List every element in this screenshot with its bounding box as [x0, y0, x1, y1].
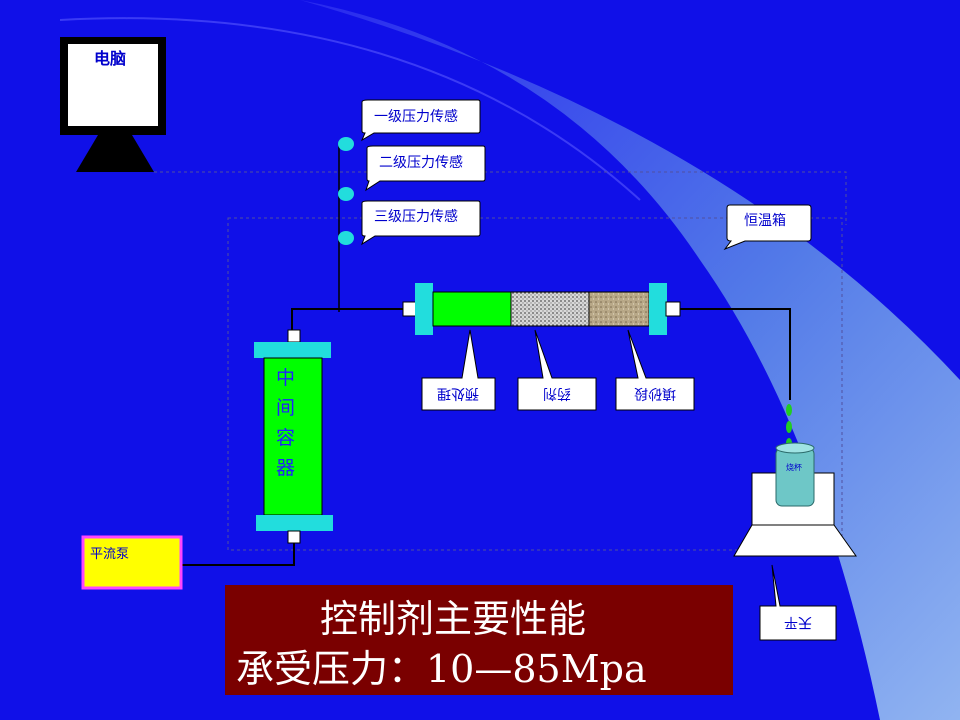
- tube-end-right: [665, 301, 681, 317]
- container-label-char-3: 容: [276, 427, 295, 449]
- sensor-node-1: [338, 137, 354, 151]
- thermostat-callout: 恒温箱: [723, 204, 812, 251]
- tube-flange-right: [649, 283, 667, 335]
- sensor-node-3: [338, 231, 354, 245]
- pump-label: 平流泵: [90, 547, 129, 562]
- intermediate-container: [254, 329, 333, 544]
- computer-label: 电脑: [94, 49, 126, 68]
- balance-callout: 天平: [759, 564, 837, 641]
- tube-flange-left: [415, 283, 433, 335]
- sand-callout: 填砂段: [615, 329, 695, 411]
- section-preflush: [432, 291, 512, 327]
- sensor-callout-3: 三级压力传感: [361, 200, 481, 246]
- container-label-char-2: 间: [276, 397, 295, 419]
- balance-label: 天平: [784, 614, 812, 630]
- sand-label: 填砂段: [634, 385, 676, 401]
- pipe-top: [291, 308, 418, 330]
- drip-2: [786, 421, 792, 433]
- caption-box: [225, 585, 733, 695]
- section-agent: [510, 291, 590, 327]
- caption-pressure: 承受压力：10—85Mpa: [236, 647, 647, 691]
- caption-title: 控制剂主要性能: [320, 597, 586, 641]
- tube-end-left: [402, 301, 418, 317]
- beaker-icon: [775, 442, 815, 507]
- drip-1: [786, 404, 792, 416]
- container-label-char-1: 中: [276, 367, 295, 389]
- pipe-pump: [182, 542, 295, 566]
- agent-label: 药剂: [543, 385, 571, 401]
- sensor-node-2: [338, 187, 354, 201]
- background-swoosh: [300, 0, 960, 720]
- container-label-char-4: 器: [276, 457, 295, 479]
- sensor-callout-1: 一级压力传感: [360, 99, 481, 142]
- background-curve-line: [59, 17, 641, 201]
- sensor-label-1: 一级压力传感: [374, 108, 458, 125]
- sensor-label-3: 三级压力传感: [374, 208, 458, 225]
- preflush-callout: 预处理: [421, 329, 496, 411]
- beaker-label: 烧杯: [786, 462, 802, 472]
- agent-callout: 药剂: [517, 329, 597, 411]
- sensor-label-2: 二级压力传感: [379, 154, 463, 171]
- section-sand: [588, 291, 650, 327]
- computer-monitor-icon: [60, 37, 166, 172]
- thermostat-label: 恒温箱: [744, 213, 786, 229]
- pump-box: [81, 535, 183, 590]
- sensor-callout-2: 二级压力传感: [365, 145, 486, 192]
- pipe-outlet: [668, 308, 791, 400]
- thermostat-enclosure: [227, 217, 843, 551]
- preflush-label: 预处理: [437, 385, 479, 401]
